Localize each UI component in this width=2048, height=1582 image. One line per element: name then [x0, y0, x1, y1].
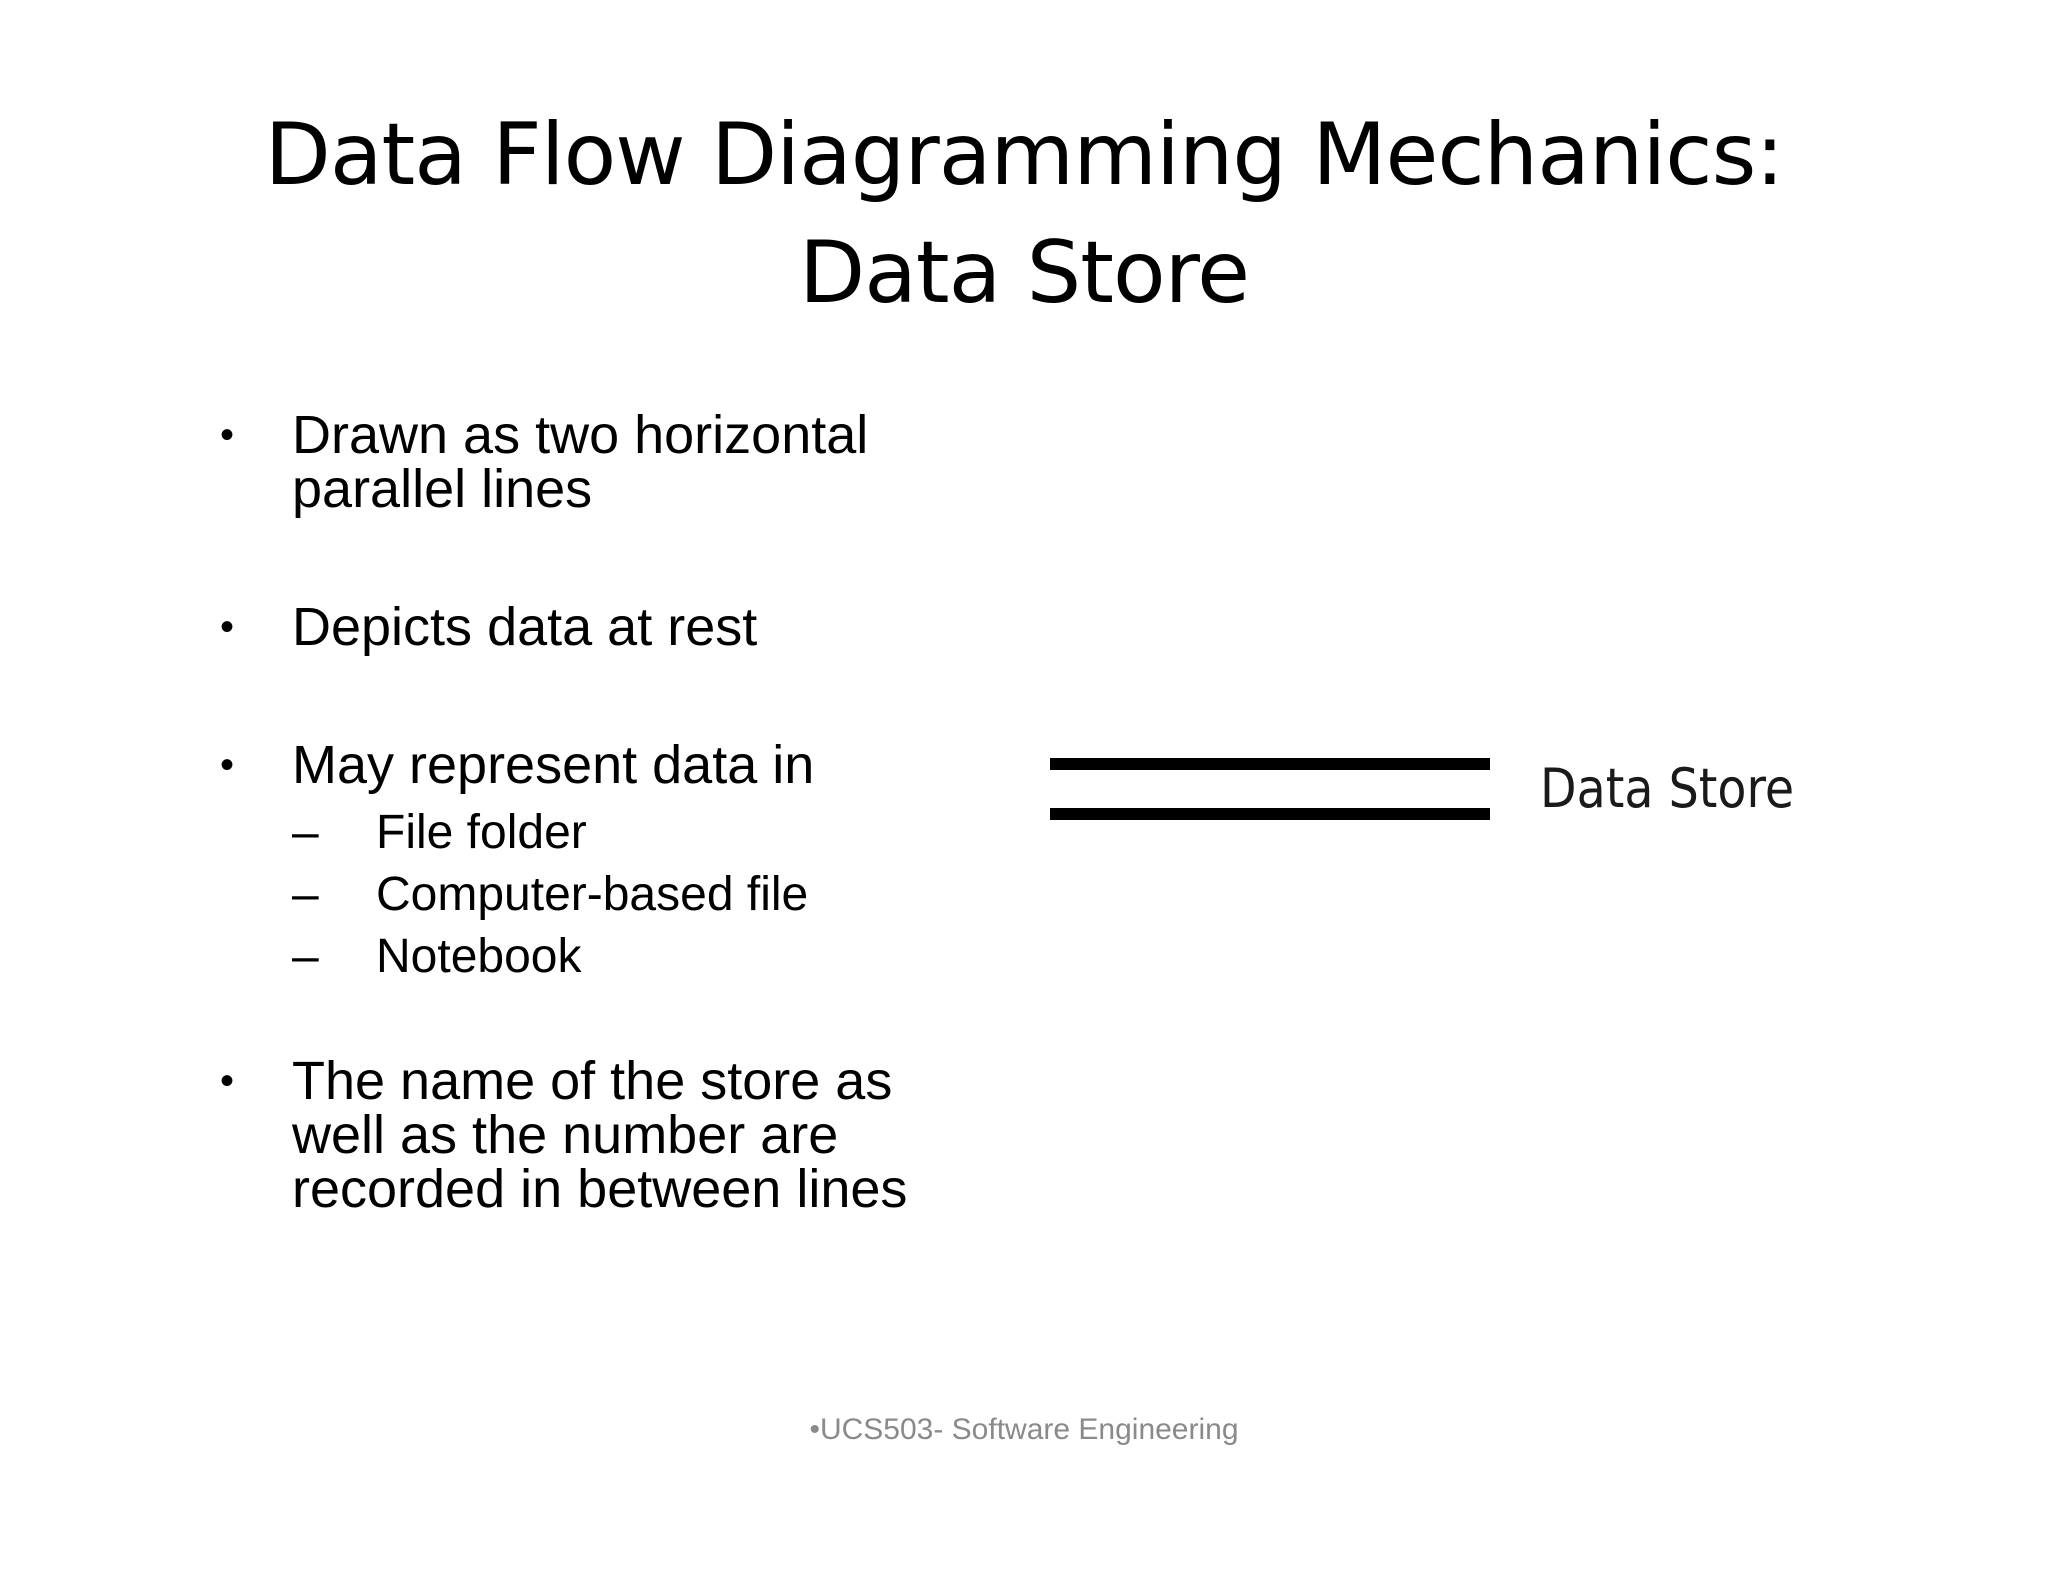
sub-item-computer-based-file: – Computer-based file	[292, 864, 1020, 926]
slide-title: Data Flow Diagramming Mechanics: Data St…	[0, 96, 2048, 332]
bullet-text-line: Drawn as two horizontal	[292, 405, 869, 465]
slide-footer: •UCS503- Software Engineering	[809, 1413, 1239, 1446]
sub-marker: –	[292, 806, 319, 859]
sub-list: – File folder – Computer-based file – No…	[292, 802, 1020, 988]
bullet-text-line: well as the number are	[292, 1105, 839, 1165]
slide-title-line-2: Data Store	[799, 223, 1250, 323]
bullet-list: • Drawn as two horizontal parallel lines…	[220, 408, 1020, 1216]
bullet-item-drawn-as: • Drawn as two horizontal parallel lines	[220, 408, 1020, 516]
sub-item-text: Computer-based file	[376, 868, 809, 921]
bullet-item-may-represent: • May represent data in – File folder – …	[220, 738, 1020, 988]
sub-item-text: Notebook	[376, 930, 582, 983]
bullet-marker: •	[220, 605, 235, 649]
bullet-text-line: Depicts data at rest	[292, 597, 758, 657]
data-store-label: Data Store	[1540, 757, 1795, 820]
data-store-bottom-line	[1050, 808, 1490, 820]
sub-item-text: File folder	[376, 806, 587, 859]
sub-item-notebook: – Notebook	[292, 926, 1020, 988]
slide-title-line-1: Data Flow Diagramming Mechanics:	[264, 105, 1785, 205]
bullet-item-name-of-store: • The name of the store as well as the n…	[220, 1054, 1020, 1216]
sub-marker: –	[292, 868, 319, 921]
sub-marker: –	[292, 930, 319, 983]
bullet-item-depicts: • Depicts data at rest	[220, 600, 1020, 654]
bullet-text-line: parallel lines	[292, 459, 593, 519]
sub-item-file-folder: – File folder	[292, 802, 1020, 864]
bullet-marker: •	[220, 413, 235, 457]
bullet-marker: •	[220, 743, 235, 787]
bullet-marker: •	[220, 1059, 235, 1103]
bullet-text-line: recorded in between lines	[292, 1159, 908, 1219]
bullet-text-line: May represent data in	[292, 735, 815, 795]
data-store-symbol: Data Store	[1050, 750, 1950, 840]
bullet-text-line: The name of the store as	[292, 1051, 893, 1111]
data-store-top-line	[1050, 758, 1490, 770]
